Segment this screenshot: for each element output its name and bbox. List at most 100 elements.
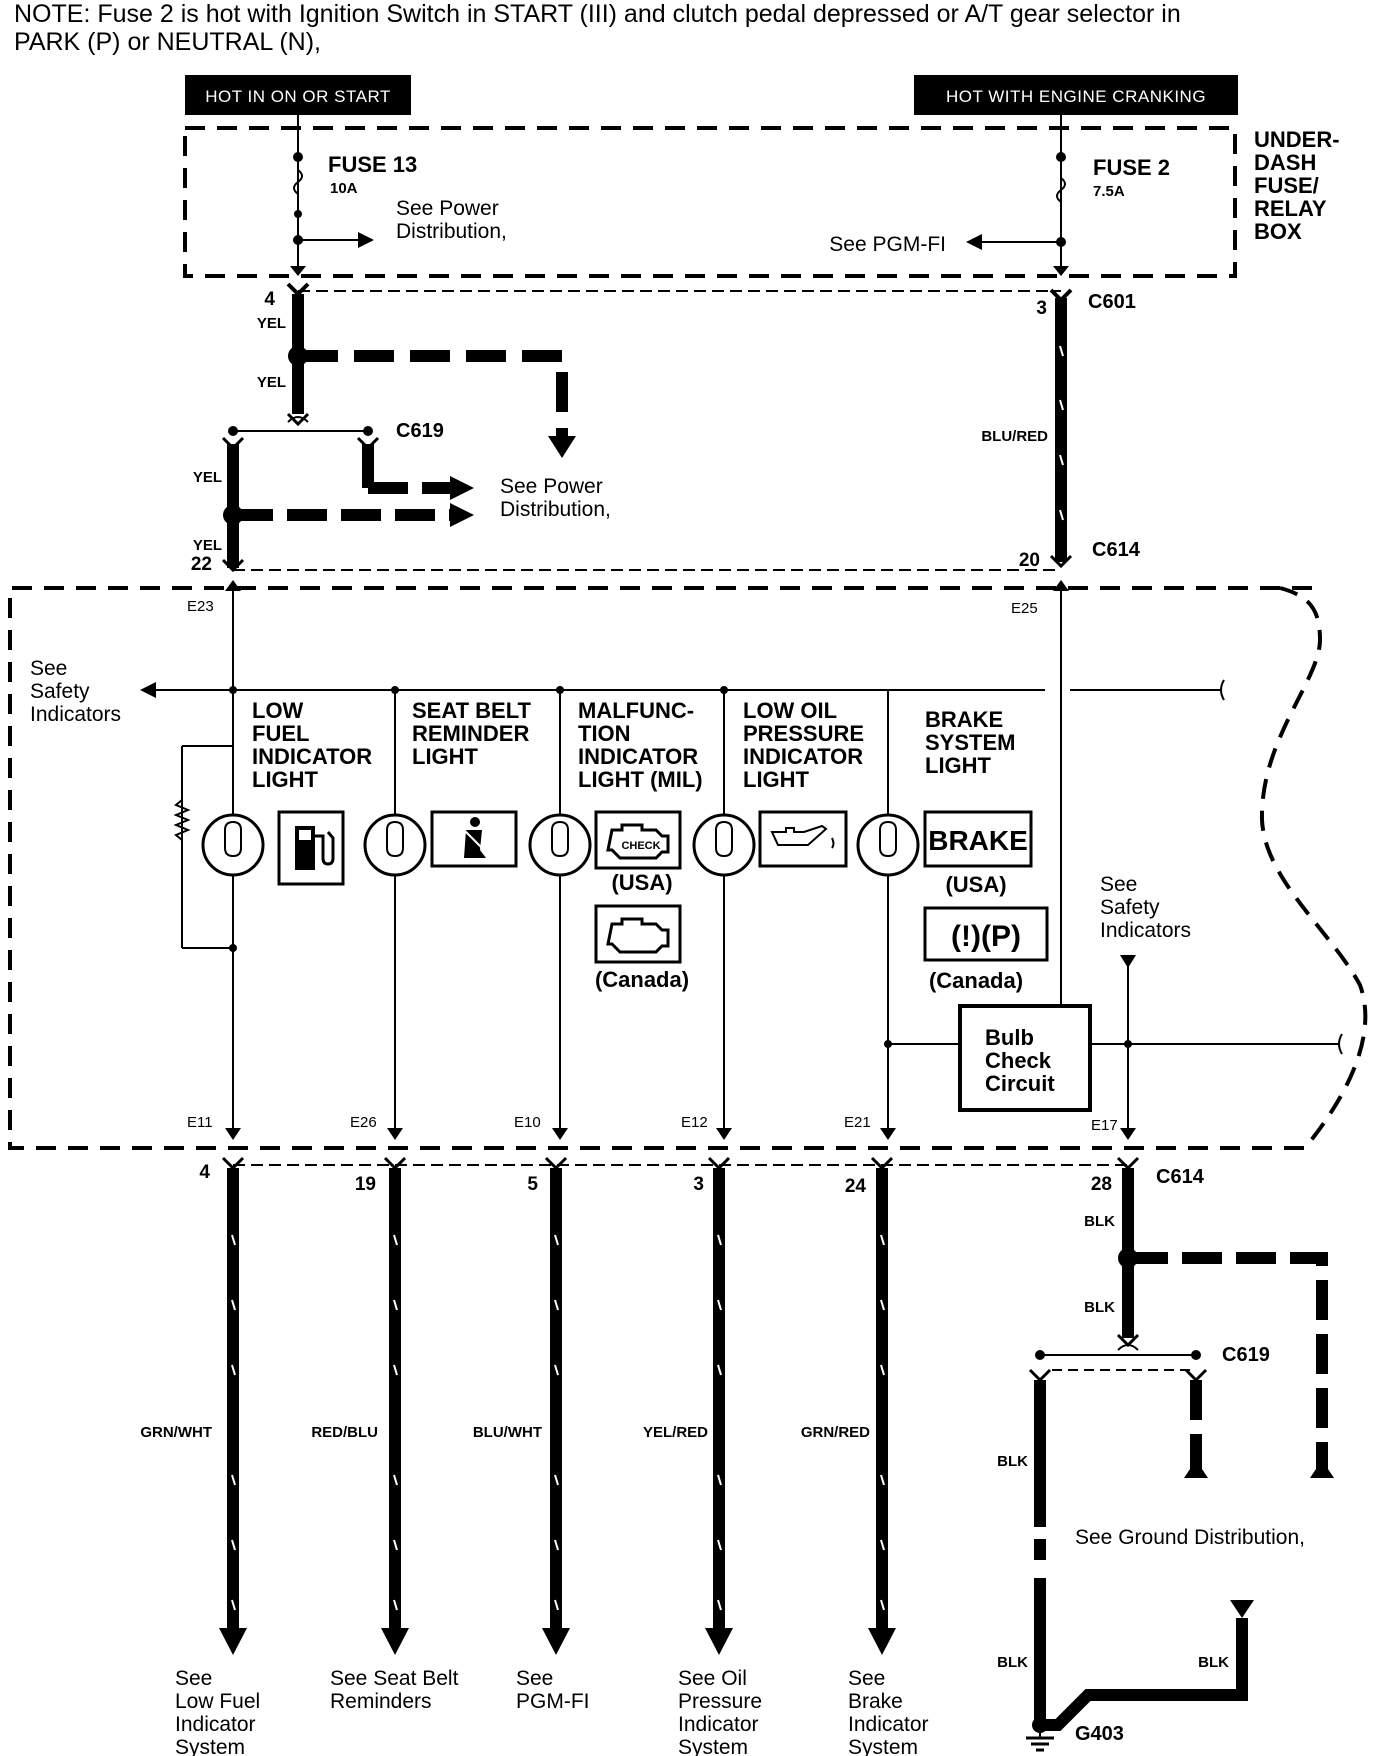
svg-text:PRESSURE: PRESSURE: [743, 721, 864, 746]
svg-text:MALFUNC-: MALFUNC-: [578, 698, 694, 723]
svg-text:YEL: YEL: [193, 469, 222, 486]
brake-icon: BRAKE: [923, 810, 1033, 868]
svg-text:Brake: Brake: [848, 1690, 903, 1713]
svg-text:C619: C619: [396, 420, 444, 442]
brake-system-light: BRAKE SYSTEM LIGHT BRAKE (USA) (!)(P) (C…: [844, 707, 1049, 1131]
svg-text:LOW: LOW: [252, 698, 304, 723]
svg-text:20: 20: [1019, 550, 1040, 571]
svg-text:LIGHT: LIGHT: [252, 767, 319, 792]
svg-text:RED/BLU: RED/BLU: [311, 1424, 378, 1441]
malfunction-indicator-light: MALFUNC- TION INDICATOR LIGHT (MIL) CHEC…: [514, 698, 703, 1131]
svg-text:INDICATOR: INDICATOR: [252, 744, 372, 769]
svg-text:(Canada): (Canada): [595, 967, 689, 992]
svg-text:FUSE/: FUSE/: [1254, 173, 1319, 198]
ground-circuit: 28 BLK BLK C619 BLK See Ground Distribut…: [997, 1156, 1334, 1752]
svg-text:Reminders: Reminders: [330, 1690, 432, 1713]
svg-text:FUEL: FUEL: [252, 721, 309, 746]
fuse-2-name: FUSE 2: [1093, 155, 1170, 180]
svg-text:YEL: YEL: [257, 315, 286, 332]
svg-text:Safety: Safety: [1100, 896, 1160, 919]
svg-text:RELAY: RELAY: [1254, 196, 1327, 221]
see-safety-indicators-right: See Safety Indicators: [1100, 873, 1191, 942]
svg-text:E23: E23: [187, 598, 214, 615]
svg-text:C614: C614: [1156, 1166, 1205, 1188]
terminal-e17: E17: [1091, 1117, 1118, 1134]
bulb-icon: [363, 808, 427, 882]
svg-text:19: 19: [355, 1174, 376, 1195]
svg-text:LIGHT: LIGHT: [743, 767, 810, 792]
svg-text:LIGHT: LIGHT: [412, 744, 479, 769]
c614-bottom-connector: C614: [233, 1164, 1205, 1188]
bulb-icon: [692, 808, 756, 882]
yel-wire-upper: YEL YEL: [257, 282, 576, 458]
svg-text:See PGM-FI: See PGM-FI: [829, 233, 946, 256]
svg-text:PGM-FI: PGM-FI: [516, 1690, 590, 1713]
svg-text:BOX: BOX: [1254, 219, 1302, 244]
svg-text:Bulb: Bulb: [985, 1025, 1034, 1050]
svg-text:G403: G403: [1075, 1723, 1124, 1745]
svg-text:TION: TION: [578, 721, 631, 746]
svg-text:See Oil: See Oil: [678, 1667, 747, 1690]
svg-text:(!)(P): (!)(P): [951, 920, 1021, 953]
fuse-2: FUSE 2 7.5A See PGM-FI: [829, 115, 1170, 276]
svg-text:BRAKE: BRAKE: [925, 707, 1003, 732]
svg-text:CHECK: CHECK: [621, 840, 660, 852]
fuse-13-rating: 10A: [330, 180, 358, 197]
output-wire-low-oil: 3 YEL/RED See Oil Pressure Indicator Sys…: [643, 1156, 762, 1756]
c601-connector: 4 3 C601: [264, 289, 1135, 319]
svg-text:Check: Check: [985, 1048, 1052, 1073]
cluster-wiring: E23 E25: [140, 580, 1343, 1132]
svg-text:E11: E11: [187, 1114, 213, 1131]
low-oil-pressure-indicator-light: LOW OIL PRESSURE INDICATOR LIGHT E12: [681, 698, 864, 1131]
svg-text:See: See: [516, 1667, 553, 1690]
c619-upper: C619 YEL See Power Distribution, YEL: [193, 412, 611, 568]
svg-text:Indicators: Indicators: [1100, 919, 1191, 942]
svg-text:UNDER-: UNDER-: [1254, 127, 1340, 152]
svg-text:See Ground Distribution,: See Ground Distribution,: [1075, 1526, 1305, 1549]
svg-text:SYSTEM: SYSTEM: [925, 730, 1015, 755]
bulb-icon: [856, 808, 920, 882]
note-line-2: PARK (P) or NEUTRAL (N),: [14, 28, 321, 56]
svg-text:(USA): (USA): [945, 872, 1006, 897]
svg-text:See: See: [30, 657, 67, 680]
svg-text:BLU/RED: BLU/RED: [981, 428, 1048, 445]
svg-text:DASH: DASH: [1254, 150, 1316, 175]
wire-stripe-marks: [231, 1234, 885, 1611]
svg-text:BRAKE: BRAKE: [928, 825, 1028, 856]
svg-text:E12: E12: [681, 1114, 708, 1131]
svg-text:Safety: Safety: [30, 680, 90, 703]
oil-can-icon: [758, 810, 848, 868]
svg-text:3: 3: [1036, 298, 1047, 319]
svg-text:5: 5: [527, 1174, 538, 1195]
svg-text:C601: C601: [1088, 291, 1136, 313]
see-safety-indicators-left: See Safety Indicators: [30, 657, 121, 726]
svg-text:Distribution,: Distribution,: [396, 220, 507, 243]
svg-text:BLK: BLK: [1084, 1213, 1115, 1230]
output-wire-low-fuel: 4 GRN/WHT See Low Fuel Indicator System: [140, 1156, 260, 1756]
svg-text:LOW OIL: LOW OIL: [743, 698, 837, 723]
svg-text:Pressure: Pressure: [678, 1690, 762, 1713]
note-line-1: NOTE: Fuse 2 is hot with Ignition Switch…: [14, 0, 1181, 28]
svg-text:BLK: BLK: [997, 1453, 1028, 1470]
svg-text:24: 24: [845, 1176, 867, 1197]
svg-text:Low Fuel: Low Fuel: [175, 1690, 260, 1713]
header-hot-with-engine-cranking: HOT WITH ENGINE CRANKING: [914, 75, 1238, 115]
svg-text:HOT WITH ENGINE CRANKING: HOT WITH ENGINE CRANKING: [946, 87, 1206, 106]
svg-text:BLU/WHT: BLU/WHT: [473, 1424, 542, 1441]
gauge-assembly-outline: [8, 586, 1368, 1150]
svg-text:Indicator: Indicator: [678, 1713, 759, 1736]
header-hot-in-on-or-start: HOT IN ON OR START: [185, 75, 411, 115]
svg-text:See: See: [848, 1667, 885, 1690]
seat-belt-reminder-light: SEAT BELT REMINDER LIGHT E26: [350, 698, 532, 1131]
svg-text:GRN/WHT: GRN/WHT: [140, 1424, 212, 1441]
svg-text:BLK: BLK: [997, 1654, 1028, 1671]
output-wire-seat-belt: 19 RED/BLU See Seat Belt Reminders: [311, 1156, 459, 1713]
svg-text:(USA): (USA): [611, 870, 672, 895]
blu-red-wire: BLU/RED: [981, 288, 1073, 562]
brake-icon-canada: (!)(P): [923, 906, 1049, 962]
svg-text:Indicators: Indicators: [30, 703, 121, 726]
check-engine-icon-canada: [594, 904, 682, 964]
svg-text:See Power: See Power: [396, 197, 499, 220]
svg-text:INDICATOR: INDICATOR: [743, 744, 863, 769]
fuse-13: FUSE 13 10A See Power Distribution,: [290, 115, 507, 276]
